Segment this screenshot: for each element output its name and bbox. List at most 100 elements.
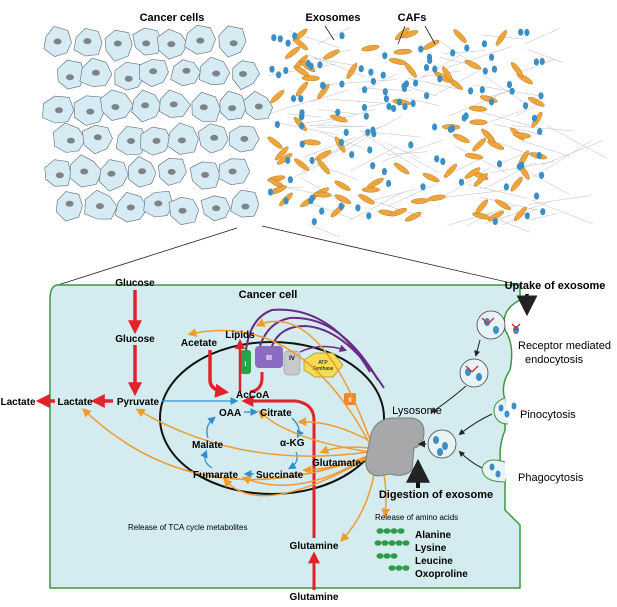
exosome (382, 52, 388, 60)
exosome (287, 176, 293, 184)
cancer-cell-nucleus (53, 38, 62, 45)
exosome (319, 207, 325, 215)
exosome (335, 108, 341, 116)
exosome (531, 114, 538, 122)
arrow-glutamate-accoa (241, 395, 316, 421)
exosome (277, 35, 283, 43)
amino-acid-bead (383, 553, 391, 559)
fiber (350, 191, 404, 221)
cancer-cell-nucleus (210, 134, 219, 141)
alpha-kg: α-KG (280, 438, 305, 449)
glucose-outside: Glucose (115, 278, 155, 289)
exosome (269, 65, 275, 73)
cancer-cell-nucleus (142, 40, 151, 47)
caf (295, 81, 309, 97)
fiber (309, 224, 340, 238)
cafs-label: CAFs (398, 12, 427, 24)
exosome (413, 79, 419, 87)
fiber (546, 125, 608, 159)
cancer-cells-cluster (42, 24, 274, 226)
exosome (381, 168, 387, 176)
exosome (437, 75, 443, 83)
cancer-cell-nucleus (126, 204, 135, 211)
exosome (365, 128, 371, 136)
caf (427, 194, 446, 201)
receptor-label-2: endocytosis (525, 354, 584, 366)
cancer-cell-nucleus (167, 41, 176, 48)
exosome (488, 98, 495, 106)
fiber (533, 140, 592, 178)
exosome (383, 95, 389, 103)
exosome (366, 212, 372, 220)
exosome (524, 28, 530, 37)
caf (468, 105, 488, 112)
cancer-cell-nucleus (65, 74, 74, 81)
cancer-cell-nucleus (149, 68, 158, 75)
receptor-vesicle-1 (476, 310, 506, 340)
caf (388, 58, 407, 65)
caf (393, 162, 410, 175)
cafs-pointer-2 (424, 25, 436, 45)
phagocytosis-exosomes (489, 463, 501, 478)
exosome (358, 65, 364, 73)
arrow-acetate-accoa (208, 350, 230, 398)
caf (285, 46, 301, 59)
exosome (540, 208, 546, 216)
caf (393, 48, 412, 55)
cancer-cell-nucleus (111, 104, 120, 110)
glutamate: Glutamate (312, 458, 361, 469)
cancer-cell-nucleus (177, 137, 186, 144)
exosome (361, 103, 368, 112)
caf (422, 40, 440, 50)
purple-arc-3 (271, 324, 385, 389)
complex-ii (344, 393, 356, 405)
exosome (276, 71, 282, 79)
fiber (303, 136, 356, 158)
exosome (292, 32, 298, 40)
caf (270, 90, 285, 104)
cancer-cell-nucleus (83, 38, 92, 45)
exosome (402, 103, 408, 111)
caf (481, 128, 495, 143)
arrow-receptor-to-lysosome (430, 385, 467, 413)
caf (267, 136, 283, 149)
orange-to-acetate (187, 328, 373, 449)
caf (334, 194, 352, 204)
cancer-cell-nucleus (228, 168, 237, 175)
fiber (445, 166, 491, 197)
fiber (442, 50, 486, 55)
caf (531, 111, 543, 128)
glucose-inside: Glucose (115, 334, 155, 345)
exosome (371, 130, 377, 138)
exosome (299, 112, 305, 121)
fiber (326, 98, 385, 104)
fiber (311, 57, 354, 66)
pinocytosis-label: Pinocytosis (520, 409, 576, 421)
lactate-outside: Lactate (0, 397, 35, 408)
lactate-inside: Lactate (57, 397, 92, 408)
exosome (538, 92, 544, 100)
arrow-phagocytosis (458, 450, 483, 469)
exosome (368, 68, 374, 76)
fiber (317, 26, 351, 45)
exosome (320, 81, 326, 89)
fiber (386, 151, 428, 155)
exosome (349, 151, 355, 159)
exosome (440, 157, 446, 166)
orange-to-pyruvate (135, 408, 369, 457)
cancer-cell-nucleus (141, 102, 150, 109)
vesicle-exosome-2 (442, 442, 448, 450)
exosome (386, 179, 392, 188)
caf (313, 191, 332, 198)
fiber (350, 146, 397, 172)
caf (358, 194, 375, 205)
caf (473, 173, 488, 187)
citrate: Citrate (260, 408, 292, 419)
fiber (437, 189, 506, 199)
exosome (481, 40, 487, 48)
complex-iii (255, 346, 283, 368)
cancer-cell-title: Cancer cell (239, 289, 298, 301)
caf (329, 114, 348, 123)
exosome (274, 120, 280, 129)
